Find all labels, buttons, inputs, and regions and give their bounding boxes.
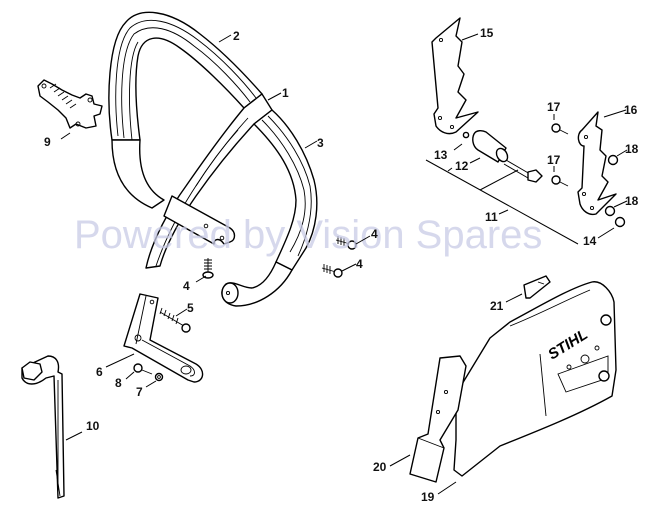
- part-5-screw[interactable]: [159, 307, 191, 333]
- callout-2[interactable]: 2: [233, 29, 240, 43]
- part-13-washer[interactable]: [462, 131, 470, 139]
- part-12-spacer-sleeve[interactable]: [472, 129, 543, 183]
- callout-7[interactable]: 7: [136, 385, 143, 399]
- part-4-screw-b[interactable]: [321, 264, 343, 278]
- callout-1[interactable]: 1: [282, 86, 289, 100]
- callout-8[interactable]: 8: [115, 376, 122, 390]
- callout-4[interactable]: 4: [356, 257, 363, 271]
- part-21-cover-plate[interactable]: [523, 275, 551, 299]
- callout-15[interactable]: 15: [480, 26, 494, 40]
- callout-19[interactable]: 19: [421, 490, 435, 504]
- callout-16[interactable]: 16: [624, 103, 638, 117]
- part-4-screw-c[interactable]: [202, 258, 214, 279]
- watermark: Powered by Vision Spares: [74, 213, 542, 257]
- callouts: 1 2 3 4 4 4 5 6 7 8 9 10 11 12 13 14 15 …: [44, 26, 639, 504]
- callout-11[interactable]: 11: [485, 210, 498, 224]
- part-10-combination-wrench[interactable]: [21, 355, 65, 499]
- part-18-nut-a[interactable]: [607, 154, 619, 166]
- part-1-front-handle-bar[interactable]: [111, 93, 273, 269]
- part-20-chain-catcher-plate[interactable]: [409, 355, 467, 483]
- callout-21[interactable]: 21: [490, 299, 504, 313]
- part-8-screw[interactable]: [133, 363, 153, 375]
- callout-18[interactable]: 18: [625, 194, 639, 208]
- part-17-screw-a[interactable]: [551, 123, 569, 135]
- part-17-screw-b[interactable]: [551, 175, 569, 187]
- callout-4[interactable]: 4: [183, 279, 190, 293]
- part-18-nut-b[interactable]: [604, 205, 616, 217]
- callout-6[interactable]: 6: [96, 365, 103, 379]
- callout-12[interactable]: 12: [455, 159, 469, 173]
- callout-13[interactable]: 13: [434, 148, 448, 162]
- part-6-bracket[interactable]: [123, 293, 204, 383]
- callout-4[interactable]: 4: [371, 227, 378, 241]
- callout-9[interactable]: 9: [44, 135, 51, 149]
- callout-17[interactable]: 17: [547, 153, 561, 167]
- callout-3[interactable]: 3: [317, 136, 324, 150]
- part-16-spiked-bumper[interactable]: [577, 111, 617, 216]
- leader-lines: [60, 33, 628, 495]
- part-19-sprocket-cover[interactable]: STIHL: [453, 281, 617, 477]
- callout-5[interactable]: 5: [187, 301, 194, 315]
- callout-20[interactable]: 20: [373, 460, 387, 474]
- part-9-annular-buffer[interactable]: [37, 79, 103, 129]
- callout-14[interactable]: 14: [583, 234, 597, 248]
- part-14-nut[interactable]: [614, 216, 626, 228]
- part-15-spiked-bumper[interactable]: [431, 17, 479, 135]
- callout-17[interactable]: 17: [547, 100, 561, 114]
- part-4-screw-a[interactable]: [335, 236, 357, 250]
- part-7-washer[interactable]: [154, 372, 164, 382]
- callout-18[interactable]: 18: [625, 142, 639, 156]
- part-3-grip-side[interactable]: [221, 109, 318, 307]
- callout-10[interactable]: 10: [86, 419, 100, 433]
- part-11-set-bracket: [425, 159, 579, 245]
